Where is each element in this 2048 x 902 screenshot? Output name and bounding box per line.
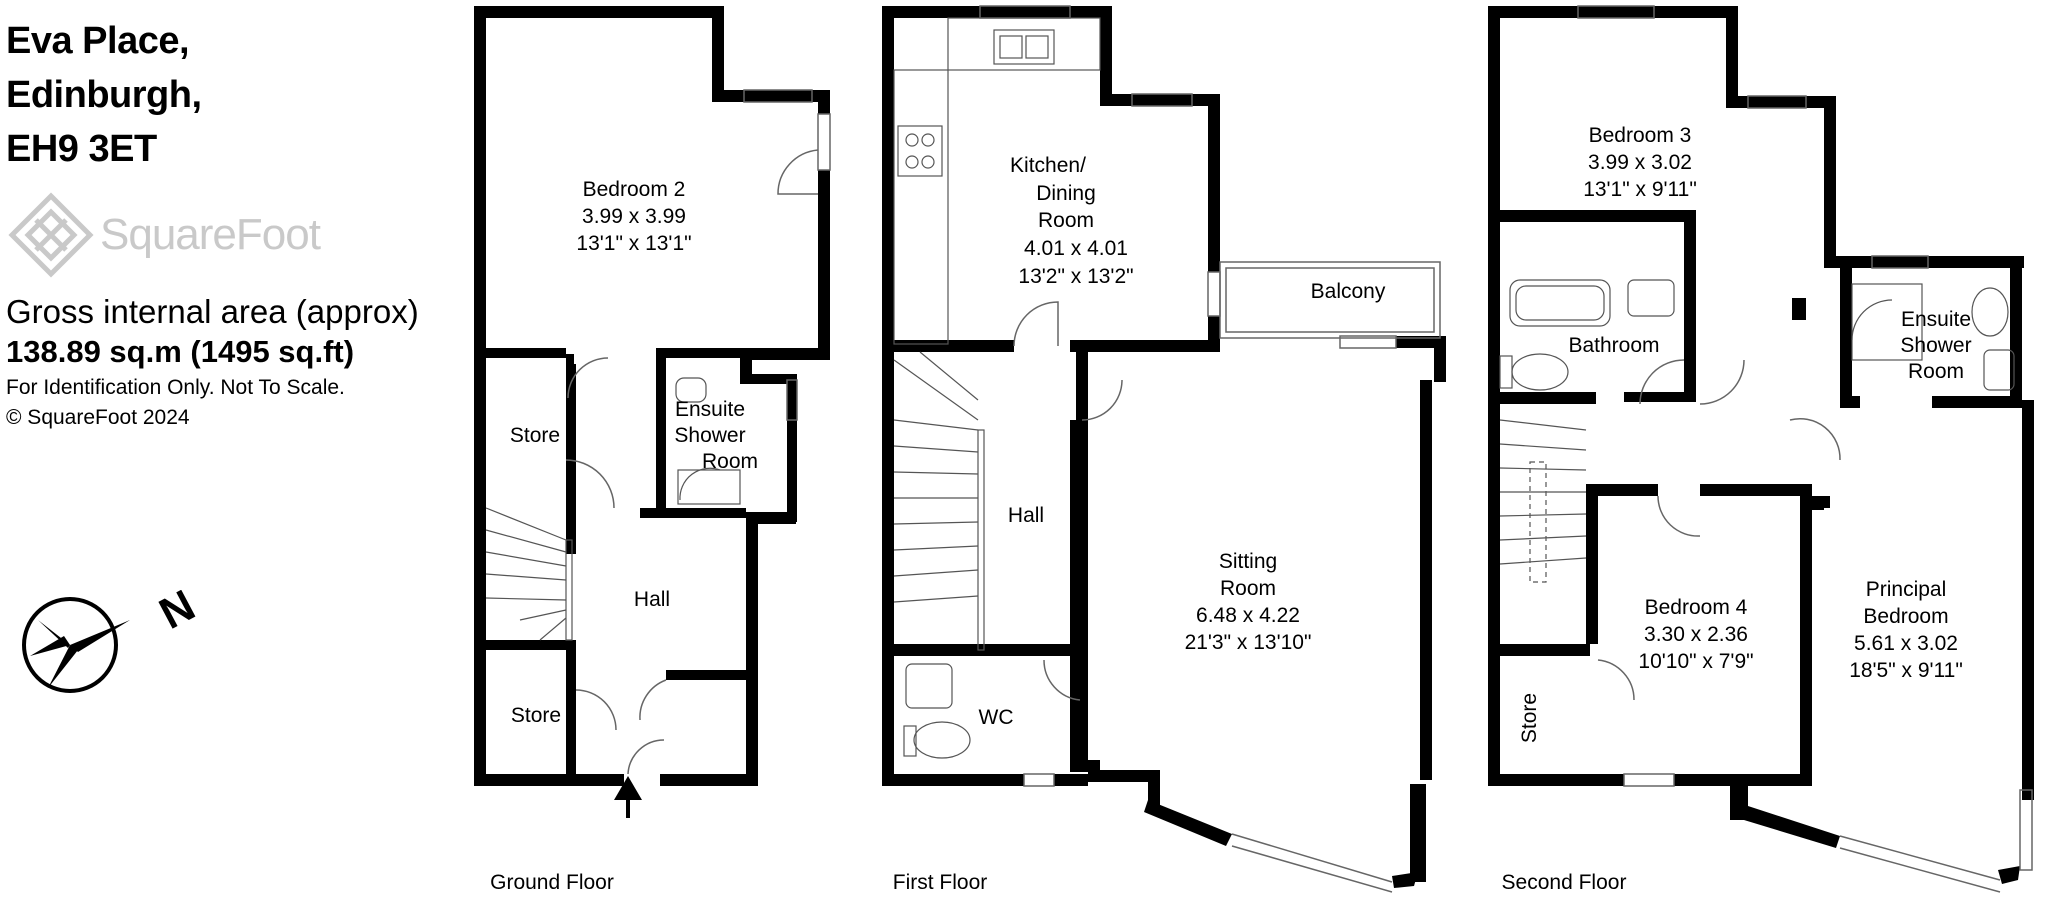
- room-label-kitchen-line1: Kitchen/: [1010, 154, 1086, 177]
- room-label-ensuite-line1: Ensuite: [1901, 308, 1971, 331]
- room-label-hall: Hall: [634, 588, 670, 611]
- second-floor-windows-doors: [1577, 5, 2033, 893]
- ground-ensuite-fixtures: [675, 377, 741, 505]
- room-label-ensuite-line2: Shower: [1900, 334, 1971, 357]
- entrance-arrow-icon: [614, 776, 642, 818]
- room-label-bathroom: Bathroom: [1568, 334, 1659, 357]
- room-imperial-bedroom-2: 13'1" x 13'1": [576, 232, 691, 255]
- room-label-ensuite-line2: Shower: [674, 424, 745, 447]
- ground-floor-plan: [474, 6, 830, 786]
- room-label-kitchen-line3: Room: [1038, 209, 1094, 232]
- wc-fixtures: [903, 663, 971, 759]
- first-floor-windows-doors: [979, 5, 1441, 893]
- room-label-principal-line2: Bedroom: [1863, 605, 1948, 628]
- address-line-2: Edinburgh,: [6, 74, 202, 116]
- property-header: Eva Place, Edinburgh, EH9 3ET SquareFoot…: [6, 14, 476, 432]
- floor-label-second: Second Floor: [1502, 871, 1627, 894]
- squarefoot-logo: SquareFoot: [6, 190, 476, 280]
- room-label-store: Store: [510, 424, 560, 447]
- room-label-ensuite-line3: Room: [702, 450, 758, 473]
- logo-wordmark: SquareFoot: [100, 210, 321, 259]
- first-floor-plan: [882, 6, 1446, 888]
- floor-label-first: First Floor: [893, 871, 988, 894]
- room-imperial-bedroom-3: 13'1" x 9'11": [1583, 178, 1697, 201]
- copyright-note: © SquareFoot 2024: [6, 406, 190, 429]
- room-label-bedroom-2: Bedroom 2: [583, 178, 686, 201]
- room-label-wc: WC: [979, 706, 1014, 729]
- room-label-bedroom-3: Bedroom 3: [1589, 124, 1692, 147]
- room-metric-sitting: 6.48 x 4.22: [1196, 604, 1300, 627]
- room-imperial-bedroom-4: 10'10" x 7'9": [1638, 650, 1753, 673]
- kitchen-fixtures: [893, 17, 1101, 345]
- room-imperial-principal: 18'5" x 9'11": [1849, 659, 1963, 682]
- room-label-store: Store: [1518, 693, 1541, 743]
- room-label-balcony: Balcony: [1311, 280, 1386, 303]
- north-arrow-icon: N: [22, 590, 198, 693]
- room-label-sitting-line2: Room: [1220, 577, 1276, 600]
- second-floor-stairs: [1499, 419, 1587, 583]
- room-metric-bedroom-3: 3.99 x 3.02: [1588, 151, 1692, 174]
- room-label-kitchen-line2: Dining: [1036, 182, 1096, 205]
- first-floor-stairs: [893, 351, 985, 651]
- squarefoot-logo-icon: [8, 192, 94, 278]
- room-label-bedroom-4: Bedroom 4: [1645, 596, 1748, 619]
- room-label-sitting-line1: Sitting: [1219, 550, 1277, 573]
- room-label-store: Store: [511, 704, 561, 727]
- ground-floor-windows-doors: [565, 89, 831, 775]
- room-metric-kitchen: 4.01 x 4.01: [1024, 237, 1128, 260]
- identification-note: For Identification Only. Not To Scale.: [6, 376, 345, 399]
- room-imperial-sitting: 21'3" x 13'10": [1185, 631, 1312, 654]
- room-metric-principal: 5.61 x 3.02: [1854, 632, 1958, 655]
- room-imperial-kitchen: 13'2" x 13'2": [1018, 265, 1133, 288]
- address-line-3: EH9 3ET: [6, 128, 157, 170]
- ground-floor-stairs: [485, 507, 573, 641]
- area-value: 138.89 sq.m (1495 sq.ft): [6, 334, 355, 369]
- room-metric-bedroom-4: 3.30 x 2.36: [1644, 623, 1748, 646]
- second-floor-plan: [1488, 6, 2034, 884]
- second-ensuite-fixtures: [1851, 283, 2015, 391]
- room-label-ensuite-line3: Room: [1908, 360, 1964, 383]
- address-line-1: Eva Place,: [6, 20, 190, 62]
- room-label-principal-line1: Principal: [1866, 578, 1947, 601]
- room-label-ensuite-line1: Ensuite: [675, 398, 745, 421]
- area-label: Gross internal area (approx): [6, 293, 419, 330]
- floor-label-ground: Ground Floor: [490, 871, 614, 894]
- bathroom-fixtures: [1499, 279, 1675, 391]
- room-metric-bedroom-2: 3.99 x 3.99: [582, 205, 686, 228]
- room-label-hall: Hall: [1008, 504, 1044, 527]
